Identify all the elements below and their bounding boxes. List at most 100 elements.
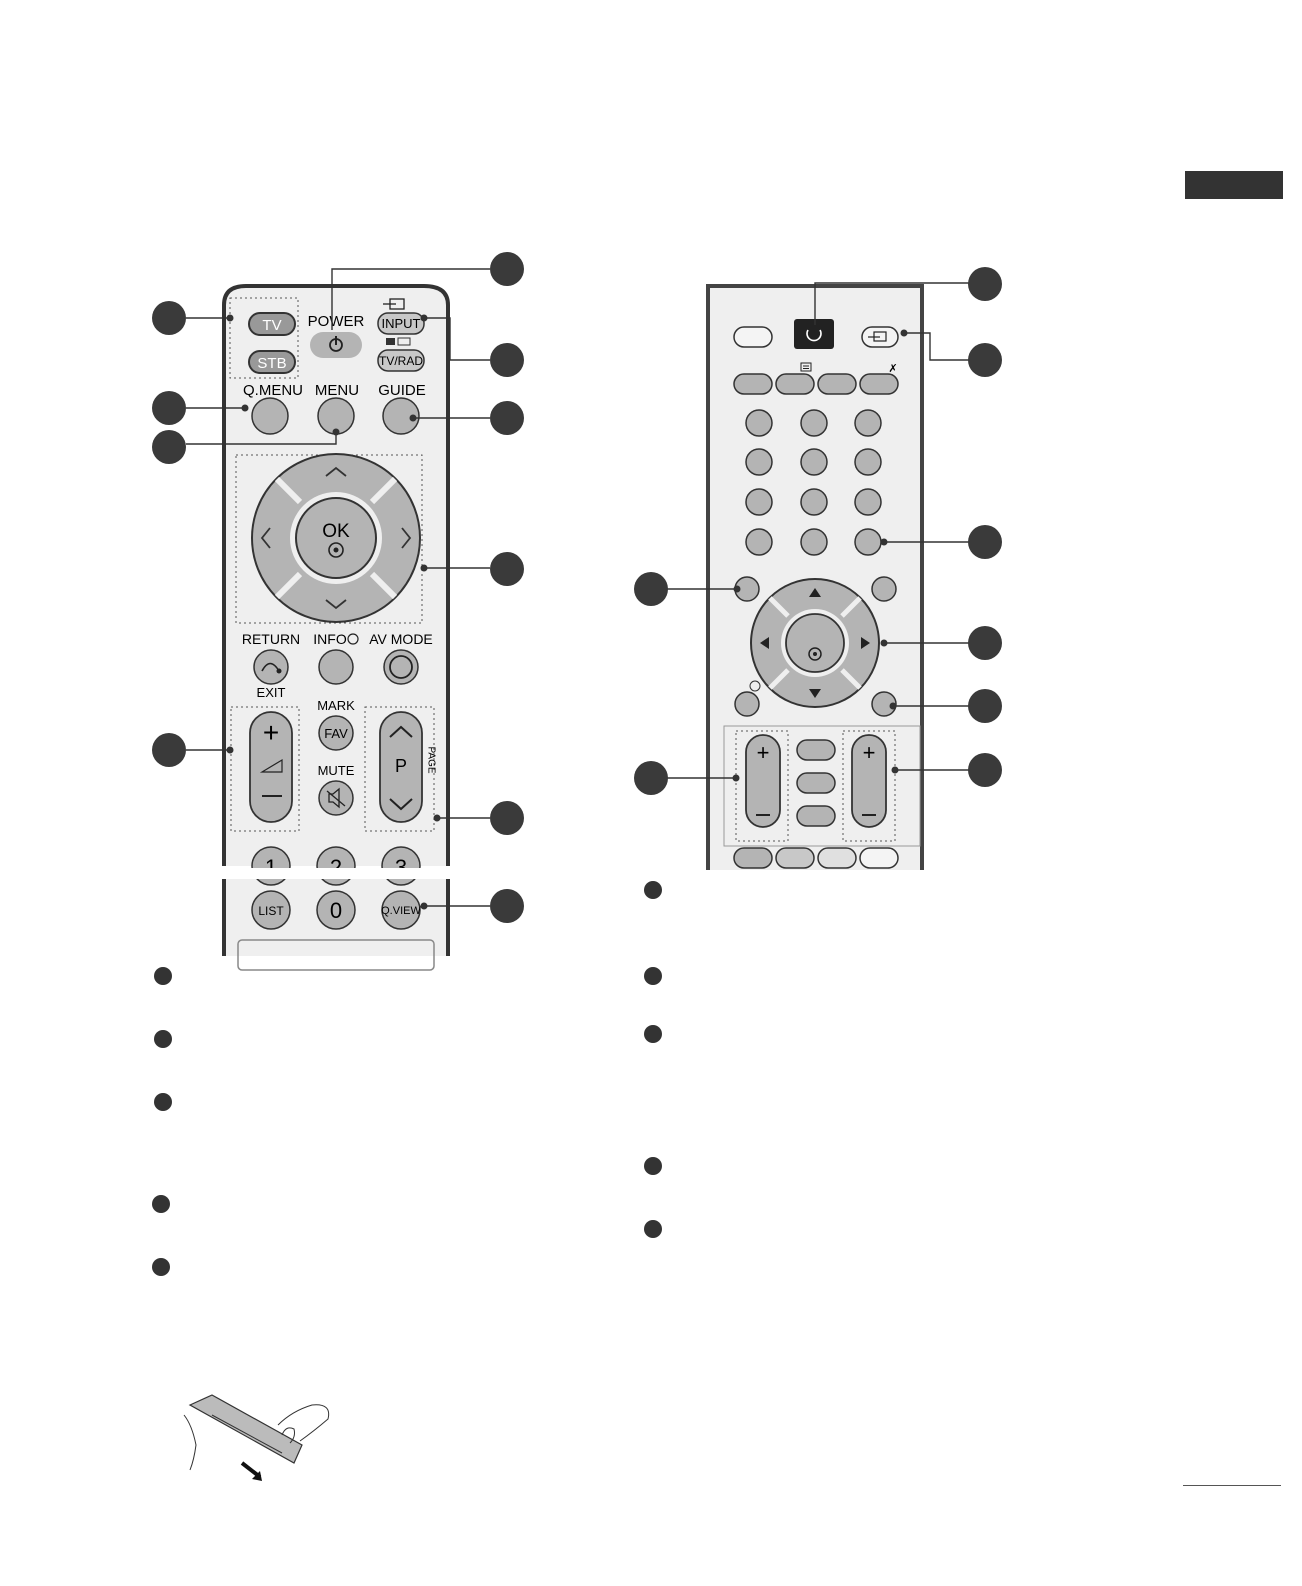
middle-button[interactable]: [796, 739, 836, 761]
q-menu-label: Q.MENU: [243, 382, 303, 399]
teletext-icon: [800, 362, 812, 372]
power-icon: [806, 329, 822, 342]
right-power-button[interactable]: [794, 319, 834, 349]
right-arrow-icon[interactable]: [861, 637, 870, 649]
return-arrow-icon: [261, 662, 282, 674]
callout-marker: [968, 267, 1002, 301]
svg-text:+: +: [757, 740, 770, 765]
number-pad[interactable]: [745, 409, 882, 556]
right-leader-lines: [667, 282, 980, 779]
guide-button[interactable]: [382, 397, 420, 435]
footer-rule: [1183, 1485, 1281, 1486]
return-button[interactable]: [253, 649, 289, 685]
av-mode-button[interactable]: [383, 649, 419, 685]
input-icon: [383, 298, 405, 310]
function-button[interactable]: [733, 373, 773, 395]
up-arrow-icon[interactable]: [325, 466, 347, 477]
svg-text:+: +: [863, 740, 876, 765]
callout-marker: [968, 525, 1002, 559]
input-label: INPUT: [382, 316, 421, 331]
tv-label: TV: [262, 317, 281, 334]
q-menu-button[interactable]: [251, 397, 289, 435]
right-volume-rocker[interactable]: [745, 734, 781, 828]
input-button[interactable]: [377, 312, 425, 335]
guide-label: GUIDE: [378, 382, 426, 399]
callout-marker: [490, 889, 524, 923]
list-bullet: [644, 1220, 662, 1238]
av-mode-label: AV MODE: [369, 631, 433, 647]
callout-marker: [152, 391, 186, 425]
program-rocker[interactable]: [379, 711, 423, 823]
callout-marker: [968, 689, 1002, 723]
stb-button[interactable]: [248, 350, 296, 374]
fav-label: FAV: [324, 726, 348, 741]
right-oval-button[interactable]: [733, 326, 773, 348]
left-arrow-icon[interactable]: [760, 637, 769, 649]
ok-button[interactable]: [295, 497, 377, 579]
q-view-label: Q.VIEW: [381, 905, 421, 917]
mute-speaker-icon: [326, 787, 346, 809]
list-bullet: [154, 1030, 172, 1048]
callout-marker: [634, 761, 668, 795]
number-0-button[interactable]: [316, 890, 356, 930]
down-arrow-icon[interactable]: [325, 599, 347, 610]
tv-rad-label: TV/RAD: [379, 354, 423, 368]
callout-marker: [968, 753, 1002, 787]
middle-button[interactable]: [796, 805, 836, 827]
middle-button[interactable]: [796, 772, 836, 794]
color-button[interactable]: [733, 847, 773, 869]
power-label: POWER: [308, 313, 365, 330]
right-side-button[interactable]: [734, 691, 760, 717]
power-icon: [329, 336, 343, 352]
return-label: RETURN: [242, 631, 300, 647]
input-icon: [868, 331, 887, 342]
callout-marker: [152, 733, 186, 767]
list-bullet: [152, 1258, 170, 1276]
info-button[interactable]: [318, 649, 354, 685]
number-0-label: 0: [330, 898, 342, 923]
list-bullet: [644, 1025, 662, 1043]
ok-label: OK: [322, 521, 350, 542]
callout-marker: [490, 552, 524, 586]
function-button[interactable]: [775, 373, 815, 395]
left-leader-lines: [186, 268, 490, 907]
function-button[interactable]: [817, 373, 857, 395]
down-arrow-icon[interactable]: [809, 689, 821, 698]
exit-label: EXIT: [257, 685, 286, 700]
right-side-button[interactable]: [871, 576, 897, 602]
p-label: P: [395, 756, 407, 776]
list-bullet: [154, 967, 172, 985]
right-arrow-icon[interactable]: [401, 527, 412, 549]
left-arrow-icon[interactable]: [260, 527, 271, 549]
function-button[interactable]: [859, 373, 899, 395]
color-button[interactable]: [859, 847, 899, 869]
list-bullet: [152, 1195, 170, 1213]
tv-rad-button[interactable]: [377, 349, 425, 372]
fav-button[interactable]: [318, 715, 354, 751]
callout-marker: [152, 430, 186, 464]
callout-marker: [490, 252, 524, 286]
right-side-button[interactable]: [871, 691, 897, 717]
callout-marker: [490, 343, 524, 377]
callout-marker: [968, 343, 1002, 377]
right-ok-button[interactable]: [785, 613, 845, 673]
callout-marker: [634, 572, 668, 606]
color-button[interactable]: [817, 847, 857, 869]
list-button[interactable]: [251, 890, 291, 930]
callout-marker: [490, 401, 524, 435]
color-button[interactable]: [775, 847, 815, 869]
battery-cover-illustration: [183, 1394, 330, 1481]
q-view-button[interactable]: [381, 890, 421, 930]
list-bullet: [154, 1093, 172, 1111]
list-bullet: [644, 1157, 662, 1175]
mute-label: MUTE: [318, 763, 355, 778]
right-program-rocker[interactable]: [851, 734, 887, 828]
list-bullet: [644, 881, 662, 899]
svg-text:+: +: [263, 717, 279, 748]
section-tab-marker: [1185, 171, 1283, 199]
mute-mark: ✗: [888, 363, 897, 375]
tv-button[interactable]: [248, 312, 296, 336]
up-arrow-icon[interactable]: [809, 588, 821, 597]
